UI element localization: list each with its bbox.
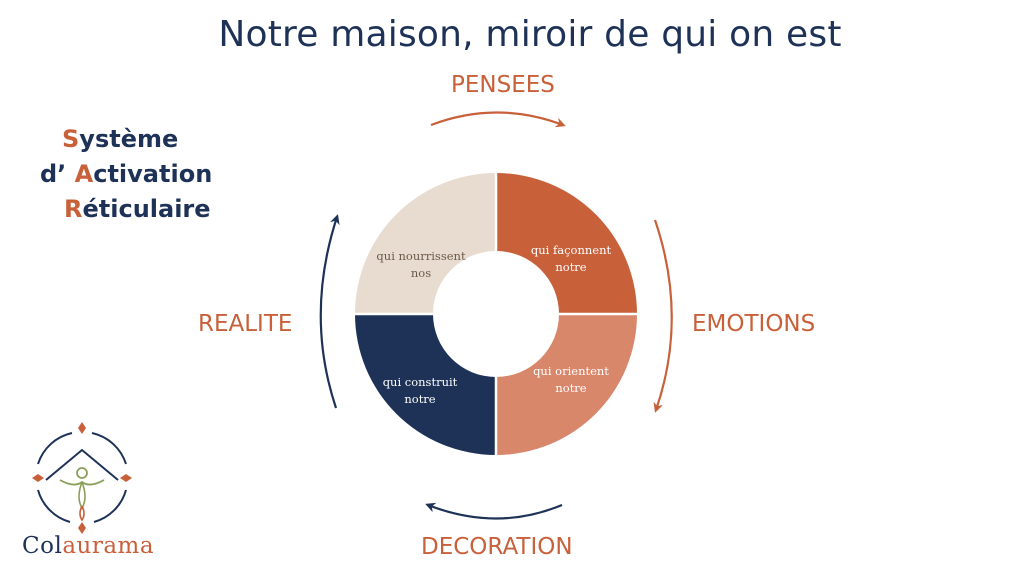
label-realite: REALITE	[198, 311, 293, 337]
logo-text-part-a: Col	[22, 533, 63, 559]
page-title: Notre maison, miroir de qui on est	[218, 14, 842, 55]
sar-line-reticulaire: Réticulaire	[64, 195, 211, 223]
sar-initial: S	[62, 125, 80, 153]
brand-logo-text: Colaurama	[22, 533, 154, 559]
sar-line-activation: d’ Activation	[40, 160, 212, 188]
logo-icon	[32, 422, 132, 534]
segment-text-faconnent: qui façonnent	[531, 243, 612, 257]
segment-bottom-left	[355, 314, 496, 455]
arrow-pensees	[430, 111, 566, 128]
label-decoration: DECORATION	[421, 534, 573, 560]
arrow-realite	[319, 214, 340, 409]
segment-top-right	[496, 173, 637, 314]
sar-rest: ctivation	[93, 160, 213, 188]
segment-text-nourrissent: qui nourrissent	[376, 249, 466, 263]
arrow-decoration	[425, 502, 563, 520]
segment-text-notre-3: notre	[404, 392, 435, 406]
label-pensees: PENSEES	[451, 72, 555, 98]
segment-top-left	[355, 173, 496, 314]
sar-initial: R	[64, 195, 83, 223]
label-emotions: EMOTIONS	[692, 311, 816, 337]
segment-bottom-right	[496, 314, 637, 455]
sar-initial: A	[74, 160, 94, 188]
segment-text-construit: qui construit	[383, 375, 458, 389]
sar-rest: éticulaire	[82, 195, 211, 223]
sar-prefix: d’	[40, 160, 75, 188]
sar-line-systeme: Système	[62, 125, 178, 153]
donut-chart	[355, 173, 637, 455]
segment-text-orientent: qui orientent	[533, 364, 609, 378]
sar-rest: ystème	[79, 125, 179, 153]
segment-text-notre-2: notre	[555, 381, 586, 395]
arrow-emotions	[653, 219, 673, 413]
segment-text-nos: nos	[411, 266, 431, 280]
segment-text-notre-1: notre	[555, 260, 586, 274]
logo-text-part-b: aurama	[62, 533, 155, 559]
